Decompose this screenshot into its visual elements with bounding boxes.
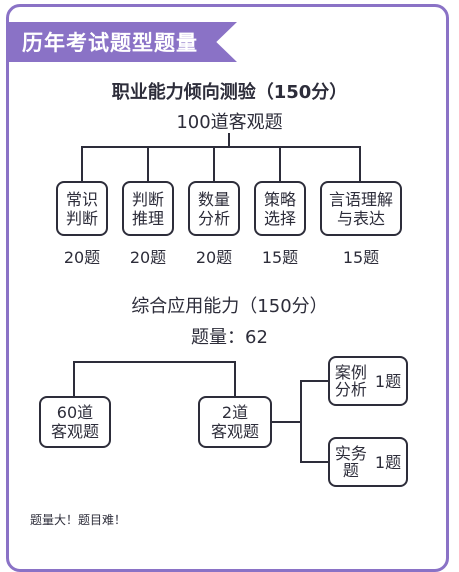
node-label: 言语理解 (328, 189, 393, 209)
node-label: 判断 (65, 208, 98, 228)
connector-line (300, 380, 330, 382)
connector-line (73, 361, 236, 363)
connector-line (300, 380, 302, 463)
footer-note: 题量大！题目难！ (30, 513, 127, 527)
node-label: 判断 (131, 189, 164, 209)
connector-line (73, 361, 75, 397)
connector-line (279, 146, 281, 182)
node-label: 数量 (197, 189, 230, 209)
node-label: 客观题 (50, 422, 99, 441)
connector-line (81, 146, 83, 182)
node-label: 实务 (334, 444, 367, 463)
node-label: 分析 (334, 380, 367, 399)
node-judgment-reasoning: 判断推理 (122, 181, 174, 236)
section1-title: 职业能力倾向测验（150分） (111, 82, 348, 103)
node-label: 常识 (65, 189, 98, 209)
banner-title: 历年考试题型题量 (22, 31, 198, 55)
node-label: 策略 (263, 189, 296, 209)
count-label: 15题 (342, 248, 380, 267)
connector-line (147, 146, 149, 182)
connector-line (213, 146, 215, 182)
connector-line (228, 133, 230, 147)
node-strategy-choice: 策略选择 (254, 181, 306, 236)
node-label: 分析 (197, 208, 230, 228)
node-practical-question: 实务题 1题 (328, 437, 408, 487)
node-label: 60道 (56, 403, 94, 422)
connector-line (300, 461, 330, 463)
section1-subtitle: 100道客观题 (176, 112, 283, 133)
node-quantitative-analysis: 数量分析 (188, 181, 240, 236)
section2-title: 综合应用能力（150分） (131, 296, 328, 317)
count-label: 20题 (63, 248, 101, 267)
node-count: 1题 (374, 452, 402, 472)
count-label: 20题 (195, 248, 233, 267)
title-banner (7, 22, 237, 62)
connector-line (234, 361, 236, 397)
count-label: 15题 (261, 248, 299, 267)
section2-subtitle: 题量：62 (191, 327, 268, 348)
node-count: 1题 (374, 371, 402, 391)
count-label: 20题 (129, 248, 167, 267)
node-label: 案例 (334, 363, 367, 382)
node-label: 与表达 (336, 208, 385, 228)
node-common-sense: 常识判断 (56, 181, 108, 236)
node-objective-2: 2道客观题 (198, 396, 272, 448)
node-case-analysis: 案例分析 1题 (328, 356, 408, 406)
node-label: 推理 (131, 208, 164, 228)
node-label: 2道 (221, 403, 249, 422)
node-verbal-expression: 言语理解与表达 (320, 181, 402, 236)
node-label: 客观题 (210, 422, 259, 441)
connector-line (271, 421, 301, 423)
node-objective-60: 60道客观题 (39, 396, 111, 448)
node-label: 题 (342, 461, 359, 480)
node-label: 选择 (263, 208, 296, 228)
connector-line (359, 146, 361, 182)
connector-line (81, 146, 361, 148)
